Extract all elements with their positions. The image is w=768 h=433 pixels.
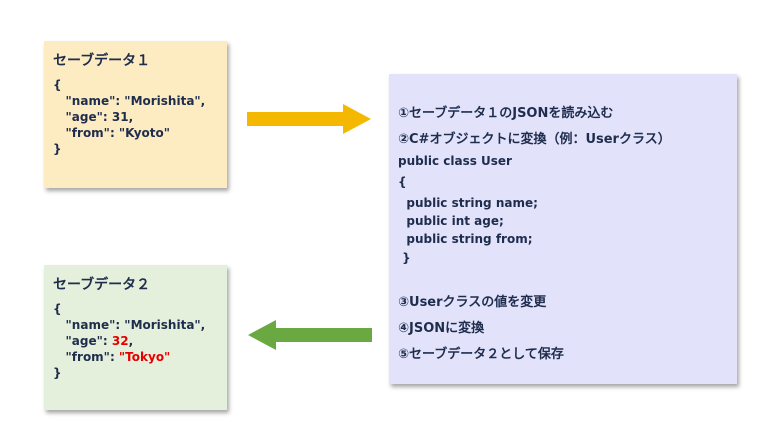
json-close-brace: } xyxy=(53,366,62,380)
json-open-brace: { xyxy=(53,302,62,316)
save-data-2-title: セーブデータ２ xyxy=(53,277,151,293)
save-data-1-json: { "name": "Morishita", "age": 31, "from"… xyxy=(53,77,205,157)
save-data-1-box: セーブデータ１ { "name": "Morishita", "age": 31… xyxy=(44,41,227,188)
save-data-2-box: セーブデータ２ { "name": "Morishita", "age": 32… xyxy=(44,265,227,410)
code-line: public class User xyxy=(398,154,512,168)
code-line: public string from; xyxy=(398,232,533,246)
json-open-brace: { xyxy=(53,78,62,92)
json-age-key: "age": xyxy=(65,110,112,124)
code-line: public string name; xyxy=(398,196,538,210)
json-from-key: "from": xyxy=(65,126,119,140)
save-data-1-title: セーブデータ１ xyxy=(53,53,151,69)
left-arrow-icon xyxy=(248,320,372,350)
json-age-key: "age": xyxy=(65,334,112,348)
json-close-brace: } xyxy=(53,142,62,156)
json-age-comma: , xyxy=(128,334,134,348)
step-3-label: ③Userクラスの値を変更 xyxy=(398,295,547,310)
step-1-label: ①セーブデータ１のJSONを読み込む xyxy=(398,106,614,121)
json-age-value-changed: 32 xyxy=(111,334,129,348)
step-5-label: ⑤セーブデータ２として保存 xyxy=(398,347,564,362)
code-line: } xyxy=(398,251,411,265)
json-from-key: "from": xyxy=(65,350,119,364)
right-arrow-icon xyxy=(247,104,371,134)
json-from-value: "Kyoto" xyxy=(118,126,171,140)
save-data-2-json: { "name": "Morishita", "age": 32, "from"… xyxy=(53,301,205,381)
step-2-label: ②C#オブジェクトに変換（例：Userクラス） xyxy=(398,132,671,147)
process-steps-box: ①セーブデータ１のJSONを読み込む ②C#オブジェクトに変換（例：Userクラ… xyxy=(389,74,737,384)
step-4-label: ④JSONに変換 xyxy=(398,321,485,336)
json-name-line: "name": "Morishita", xyxy=(65,94,206,108)
code-line: public int age; xyxy=(398,214,504,228)
json-name-line: "name": "Morishita", xyxy=(65,318,206,332)
code-line: { xyxy=(398,175,407,189)
json-age-comma: , xyxy=(128,110,134,124)
json-age-value: 31 xyxy=(111,110,129,124)
json-from-value-changed: "Tokyo" xyxy=(118,350,171,364)
